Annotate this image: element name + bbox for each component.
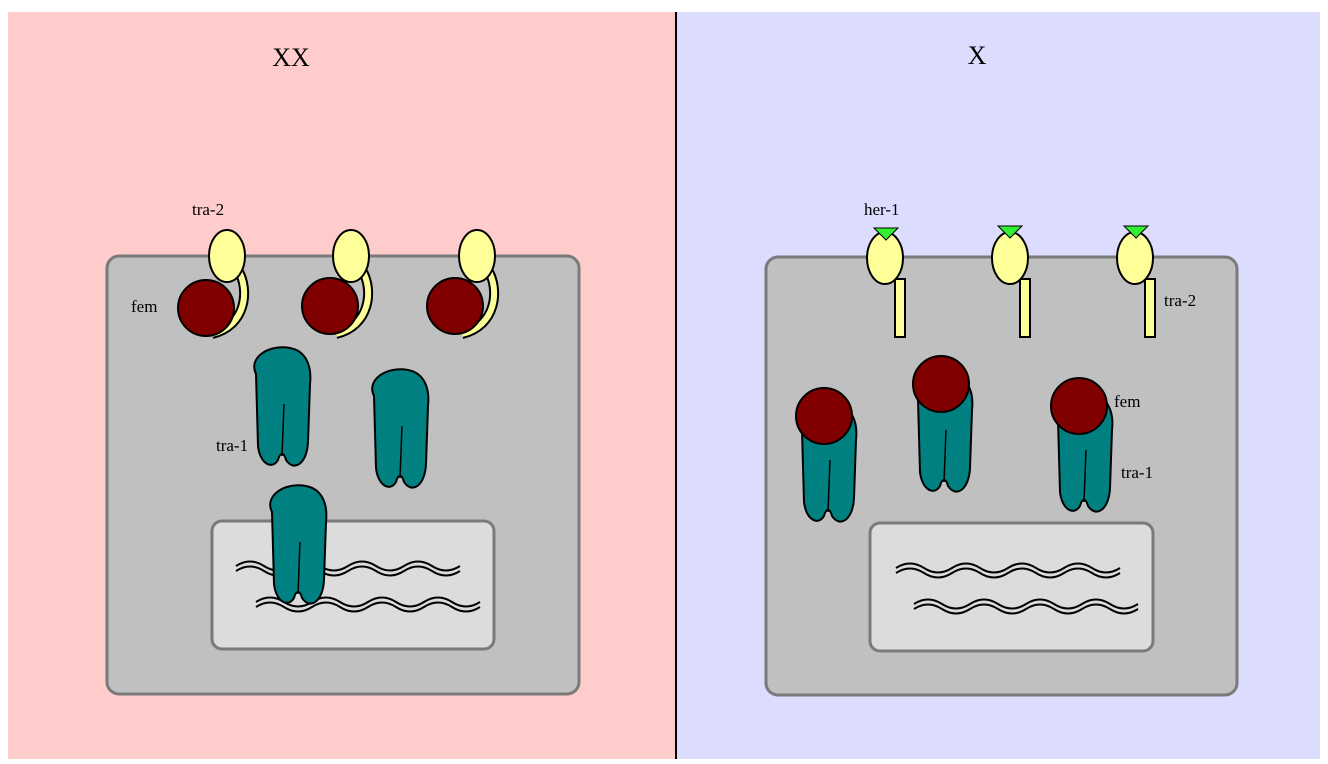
left-tra2-receptor-3: [458, 229, 500, 339]
right-nucleus: [868, 521, 1155, 653]
right-her1-ligand-3: [1122, 225, 1150, 239]
left-nucleus: [210, 519, 496, 651]
left-tra2-receptor-2: [332, 229, 374, 339]
left-fem-protein-1: [177, 279, 235, 337]
right-her1-ligand-1: [872, 227, 900, 241]
right-fem-protein-2: [912, 355, 970, 413]
left-tra1-protein-1: [253, 346, 312, 467]
left-tra1-protein-bound-dna: [269, 484, 328, 605]
right-her1-label: her-1: [864, 200, 900, 219]
left-tra1-protein-2: [371, 368, 430, 489]
left-tra2-label: tra-2: [192, 200, 224, 219]
left-fem-protein-3: [426, 277, 484, 335]
right-fem-protein-1: [795, 387, 853, 445]
left-panel-title: XX: [272, 43, 310, 72]
right-tra2-receptor-3: [1116, 231, 1156, 338]
right-tra2-label: tra-2: [1164, 291, 1196, 310]
left-tra1-label: tra-1: [216, 436, 248, 455]
right-her1-ligand-2: [996, 225, 1024, 239]
left-fem-protein-2: [301, 277, 359, 335]
left-fem-label: fem: [131, 297, 157, 316]
right-fem-protein-3: [1050, 377, 1108, 435]
right-tra1-label: tra-1: [1121, 463, 1153, 482]
right-tra2-receptor-1: [866, 231, 906, 338]
right-fem-label: fem: [1114, 392, 1140, 411]
right-panel-title: X: [968, 41, 987, 70]
